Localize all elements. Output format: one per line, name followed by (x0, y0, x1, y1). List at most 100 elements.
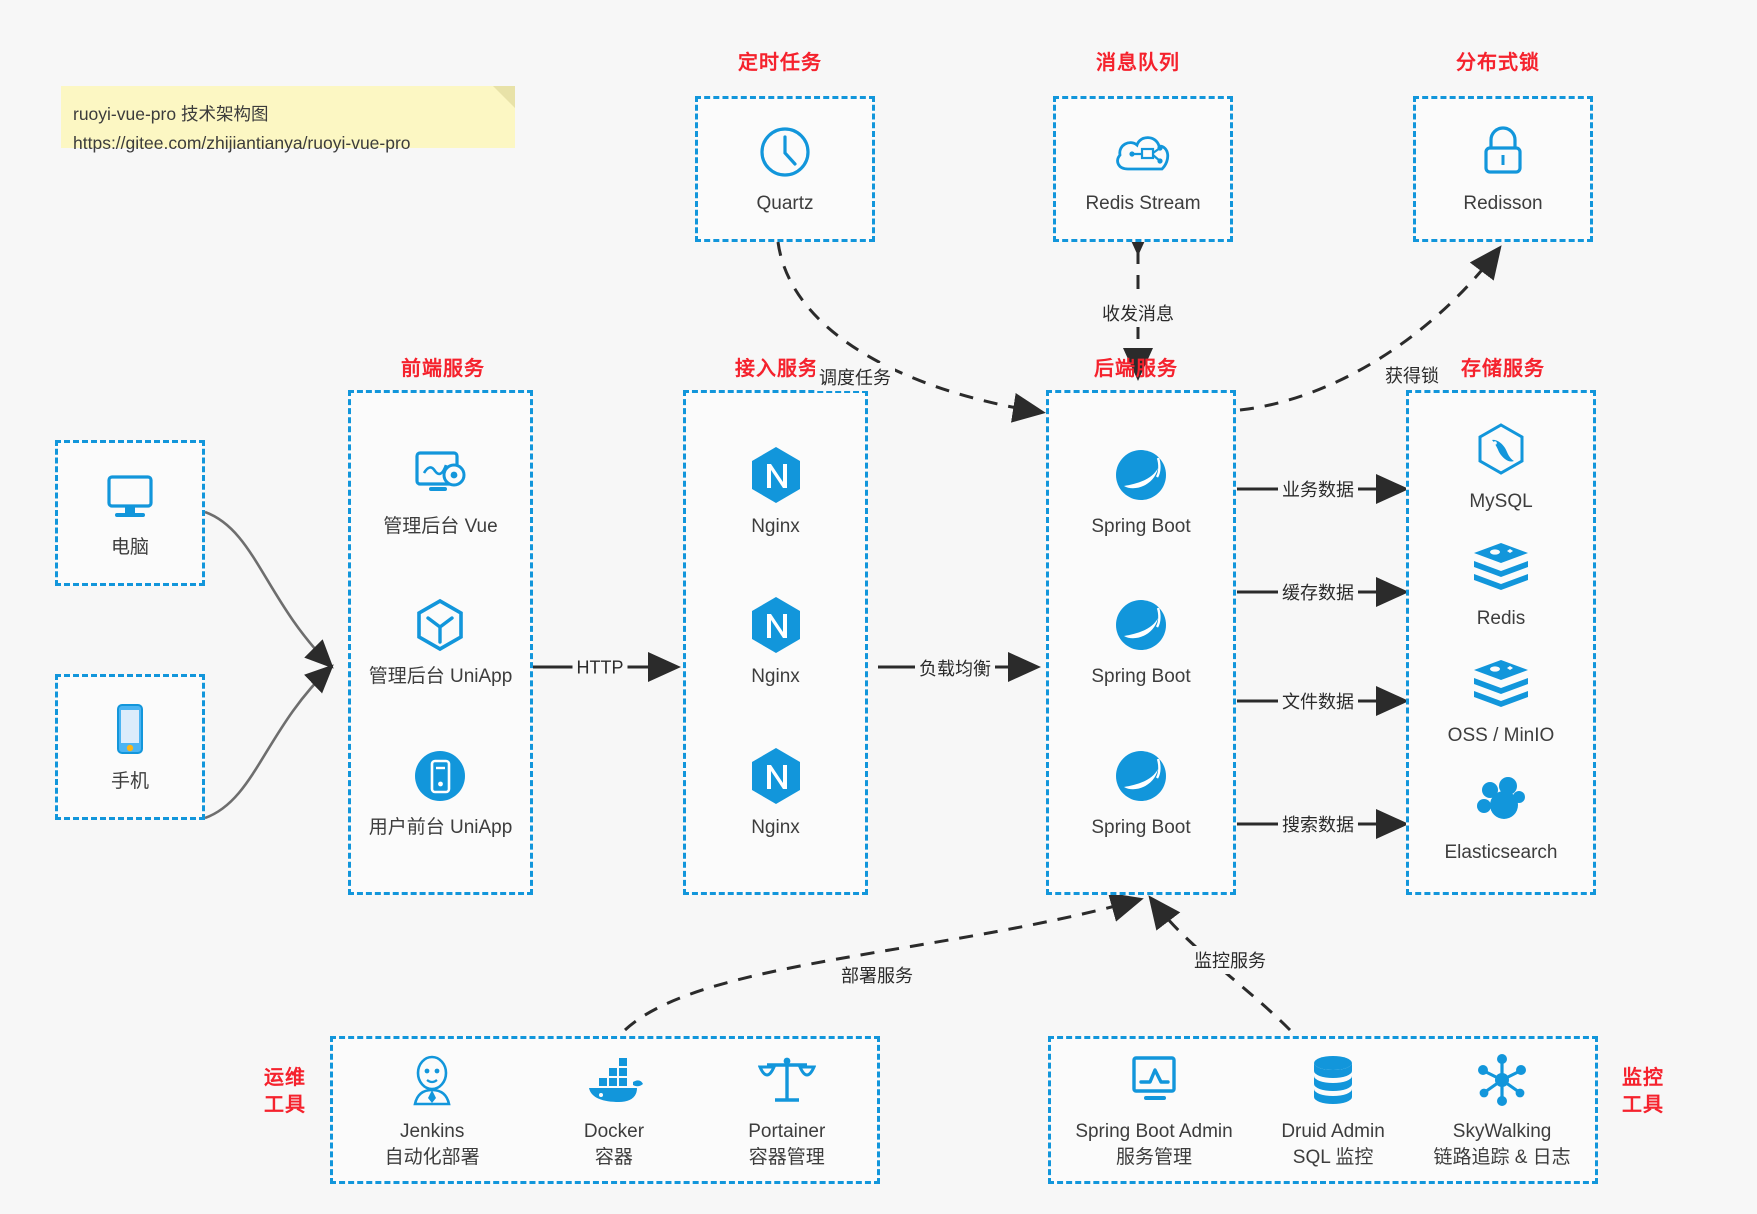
node-label: Spring Boot (1091, 666, 1191, 688)
edge-label-schedule-task: 调度任务 (815, 363, 895, 391)
monitor-gear-icon (409, 444, 471, 506)
node-label: MySQL (1469, 491, 1533, 513)
node-portainer: Portainer 容器管理 (748, 1049, 825, 1171)
node-label: Spring Boot (1091, 816, 1191, 838)
note-url: https://gitee.com/zhijiantianya/ruoyi-vu… (73, 133, 411, 153)
caption-storage-service: 存储服务 (1461, 358, 1545, 380)
edge-label-business-data: 业务数据 (1278, 475, 1358, 503)
node-user-uniapp: 用户前台 UniApp (368, 745, 513, 841)
nginx-icon (748, 594, 804, 656)
mobile-circle-icon (411, 745, 469, 807)
node-label: Redis (1476, 608, 1526, 630)
node-label: SkyWalking (1452, 1121, 1552, 1142)
spring-boot-icon (1112, 444, 1170, 506)
node-label: 手机 (110, 771, 149, 792)
node-desktop: 电脑 (101, 465, 159, 561)
node-label: OSS / MinIO (1447, 724, 1555, 746)
box-backend-services[interactable]: Spring Boot Spring Boot Spring Boot (1046, 390, 1236, 895)
node-nginx-2: Nginx (748, 594, 804, 690)
edge-label-acquire-lock: 获得锁 (1381, 361, 1443, 389)
node-label: Docker (583, 1121, 645, 1142)
node-spring-boot-2: Spring Boot (1091, 594, 1191, 690)
caption-monitor-line2: 工具 (1622, 1094, 1664, 1116)
caption-distributed-lock: 分布式锁 (1456, 52, 1540, 74)
monitor-chart-icon (1124, 1049, 1184, 1111)
caption-monitor-line1: 监控 (1622, 1067, 1664, 1089)
node-elasticsearch: Elasticsearch (1445, 770, 1558, 866)
caption-devops-line2: 工具 (264, 1094, 306, 1116)
node-label: Nginx (751, 666, 800, 688)
node-sublabel: 链路追踪 & 日志 (1433, 1147, 1571, 1168)
spring-boot-icon (1112, 745, 1170, 807)
box-client-mobile[interactable]: 手机 (55, 674, 205, 820)
docker-whale-icon (583, 1049, 645, 1111)
node-label: Spring Boot Admin (1075, 1121, 1233, 1142)
box-storage-services[interactable]: MySQL Redis (1406, 390, 1596, 895)
node-label: Quartz (756, 193, 814, 214)
node-label: 管理后台 Vue (383, 516, 498, 538)
node-oss-minio: OSS / MinIO (1447, 653, 1555, 749)
node-sublabel: 自动化部署 (384, 1147, 480, 1168)
box-gateway-services[interactable]: Nginx Nginx Nginx (683, 390, 868, 895)
node-label: Portainer (748, 1121, 826, 1142)
edge-label-monitor-service: 监控服务 (1190, 946, 1270, 974)
edge-label-send-recv-msg: 收发消息 (1098, 299, 1178, 327)
elasticsearch-icon (1473, 770, 1529, 832)
database-stack-icon (1307, 1049, 1359, 1111)
clock-icon (757, 121, 813, 183)
padlock-icon (1476, 121, 1530, 183)
redis-icon (1471, 653, 1531, 715)
box-redis-stream[interactable]: Redis Stream (1053, 96, 1233, 242)
node-redis-stream: Redis Stream (1085, 121, 1201, 217)
node-spring-boot-3: Spring Boot (1091, 745, 1191, 841)
network-nodes-icon (1473, 1049, 1531, 1111)
nginx-icon (748, 444, 804, 506)
redis-icon (1471, 536, 1531, 598)
box-monitor-tools[interactable]: Spring Boot Admin 服务管理 Druid Admin SQL 监… (1048, 1036, 1598, 1184)
box-redisson[interactable]: Redisson (1413, 96, 1593, 242)
node-label: Redis Stream (1085, 193, 1201, 214)
node-label: Elasticsearch (1444, 841, 1558, 863)
box-client-desktop[interactable]: 电脑 (55, 440, 205, 586)
node-nginx-3: Nginx (748, 745, 804, 841)
note-title: ruoyi-vue-pro 技术架构图 (73, 104, 269, 124)
node-label: Redisson (1463, 193, 1543, 214)
node-spring-boot-1: Spring Boot (1091, 444, 1191, 540)
node-redisson: Redisson (1463, 121, 1543, 217)
node-label: Nginx (751, 516, 800, 538)
caption-backend-service: 后端服务 (1094, 358, 1178, 380)
sticky-note: ruoyi-vue-pro 技术架构图 https://gitee.com/zh… (61, 86, 515, 153)
caption-devops-line1: 运维 (264, 1067, 306, 1089)
node-sublabel: 容器管理 (748, 1147, 825, 1168)
node-label: Nginx (751, 816, 800, 838)
caption-gateway-service: 接入服务 (735, 358, 819, 380)
nginx-icon (748, 745, 804, 807)
edge-label-http: HTTP (572, 656, 628, 680)
node-label: 用户前台 UniApp (368, 816, 513, 838)
cloud-stream-icon (1112, 121, 1174, 183)
caption-devops-tools: 运维 工具 (255, 1065, 315, 1119)
node-sublabel: 服务管理 (1115, 1147, 1192, 1168)
box-frontend-services[interactable]: 管理后台 Vue 管理后台 UniApp 用户前台 UniApp (348, 390, 533, 895)
node-skywalking: SkyWalking 链路追踪 & 日志 (1433, 1049, 1571, 1171)
node-admin-vue: 管理后台 Vue (383, 444, 498, 540)
node-quartz: Quartz (756, 121, 814, 217)
scales-balance-icon (757, 1049, 816, 1111)
node-mobile: 手机 (110, 699, 150, 795)
node-label: Druid Admin (1281, 1121, 1385, 1142)
edge-label-load-balance: 负载均衡 (915, 654, 995, 682)
node-nginx-1: Nginx (748, 444, 804, 540)
node-redis: Redis (1471, 536, 1531, 632)
node-label: 管理后台 UniApp (368, 666, 513, 688)
node-sublabel: 容器 (594, 1147, 633, 1168)
box-devops-tools[interactable]: Jenkins 自动化部署 Docker 容器 (330, 1036, 880, 1184)
box-quartz[interactable]: Quartz (695, 96, 875, 242)
node-spring-boot-admin: Spring Boot Admin 服务管理 (1075, 1049, 1233, 1171)
hexagon-cube-icon (411, 594, 469, 656)
edge-label-file-data: 文件数据 (1278, 687, 1358, 715)
node-mysql: MySQL (1469, 419, 1533, 515)
jenkins-butler-icon (404, 1049, 460, 1111)
node-jenkins: Jenkins 自动化部署 (385, 1049, 480, 1171)
note-fold-corner (493, 86, 515, 108)
edge-label-deploy-service: 部署服务 (837, 961, 917, 989)
